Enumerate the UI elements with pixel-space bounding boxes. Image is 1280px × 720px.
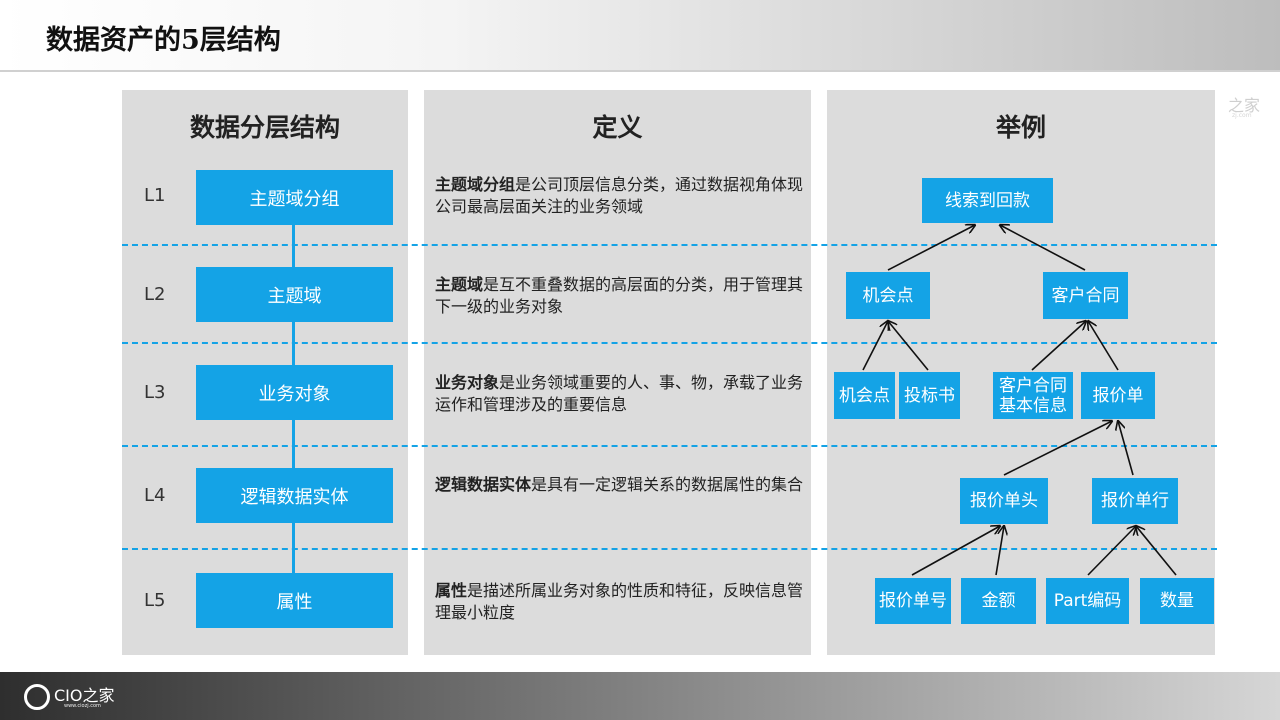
example-node-l5-part-code: Part编码	[1046, 578, 1129, 624]
definition-term: 主题域	[435, 275, 484, 294]
definition-l3: 业务对象是业务领域重要的人、事、物，承载了业务运作和管理涉及的重要信息	[435, 372, 805, 416]
layer-box-l4: 逻辑数据实体	[196, 468, 393, 523]
cio-logo-icon	[24, 684, 50, 710]
example-node-l5-amount: 金额	[961, 578, 1036, 624]
definition-term: 业务对象	[435, 373, 500, 392]
example-node-l3-quotation: 报价单	[1081, 372, 1155, 419]
example-node-l2-contract: 客户合同	[1043, 272, 1128, 319]
layer-box-l1: 主题域分组	[196, 170, 393, 225]
slide-title: 数据资产的5层结构	[46, 25, 281, 56]
tree-edge	[862, 321, 888, 371]
definition-l1: 主题域分组是公司顶层信息分类，通过数据视角体现公司最高层面关注的业务领域	[435, 174, 805, 218]
structure-heading: 数据分层结构	[189, 113, 340, 142]
definition-heading: 定义	[592, 113, 643, 142]
definition-panel	[424, 90, 811, 655]
example-node-l5-quote-no: 报价单号	[875, 578, 951, 624]
example-node-l1: 线索到回款	[922, 178, 1053, 223]
tree-edge	[1118, 421, 1134, 476]
definition-term: 逻辑数据实体	[435, 475, 532, 494]
example-node-l5-quantity: 数量	[1140, 578, 1214, 624]
layer-separator	[122, 445, 1217, 447]
definition-l2: 主题域是互不重叠数据的高层面的分类，用于管理其下一级的业务对象	[435, 274, 805, 318]
definition-term: 属性	[435, 581, 468, 600]
definition-term: 主题域分组	[435, 175, 516, 194]
tree-edge	[911, 526, 1000, 576]
layer-box-l5: 属性	[196, 573, 393, 628]
layer-separator	[122, 548, 1217, 550]
watermark-url: zj.com	[1232, 112, 1252, 119]
definition-text: 是具有一定逻辑关系的数据属性的集合	[531, 475, 804, 494]
footer-bar	[0, 672, 1280, 720]
level-label-l2: L2	[144, 284, 166, 305]
title-bar	[0, 0, 1280, 72]
example-node-l3-bid: 投标书	[899, 372, 960, 419]
tree-edge	[1031, 321, 1086, 371]
layer-separator	[122, 244, 1217, 246]
tree-edge	[1003, 421, 1112, 476]
level-label-l5: L5	[144, 590, 166, 611]
definition-text: 是互不重叠数据的高层面的分类，用于管理其下一级的业务对象	[435, 275, 804, 316]
logo-url: www.ciozj.com	[64, 703, 101, 709]
example-node-l4-quote-line: 报价单行	[1092, 478, 1178, 524]
tree-edge	[995, 526, 1004, 576]
definition-l4: 逻辑数据实体是具有一定逻辑关系的数据属性的集合	[435, 474, 805, 496]
example-node-l3-opportunity: 机会点	[834, 372, 895, 419]
layer-box-l2: 主题域	[196, 267, 393, 322]
example-heading: 举例	[995, 113, 1046, 142]
tree-edge	[1087, 526, 1136, 576]
example-node-l2-opportunity: 机会点	[846, 272, 930, 319]
example-node-l3-contract-info: 客户合同基本信息	[993, 372, 1073, 419]
layer-box-l3: 业务对象	[196, 365, 393, 420]
tree-edge	[887, 225, 975, 271]
level-label-l4: L4	[144, 485, 166, 506]
definition-text: 是描述所属业务对象的性质和特征，反映信息管理最小粒度	[435, 581, 804, 622]
definition-text: 是业务领域重要的人、事、物，承载了业务运作和管理涉及的重要信息	[435, 373, 804, 414]
logo-text: CIO之家	[54, 686, 115, 705]
definition-l5: 属性是描述所属业务对象的性质和特征，反映信息管理最小粒度	[435, 580, 805, 624]
tree-edge	[1000, 225, 1086, 271]
layer-separator	[122, 342, 1217, 344]
level-label-l1: L1	[144, 185, 166, 206]
level-label-l3: L3	[144, 382, 166, 403]
tree-edge	[1088, 321, 1119, 371]
tree-edge	[1136, 526, 1177, 576]
tree-edge	[888, 321, 929, 371]
definition-text: 是公司顶层信息分类，通过数据视角体现公司最高层面关注的业务领域	[435, 175, 804, 216]
watermark-text: 之家	[1228, 96, 1261, 115]
example-node-l4-quote-header: 报价单头	[960, 478, 1048, 524]
